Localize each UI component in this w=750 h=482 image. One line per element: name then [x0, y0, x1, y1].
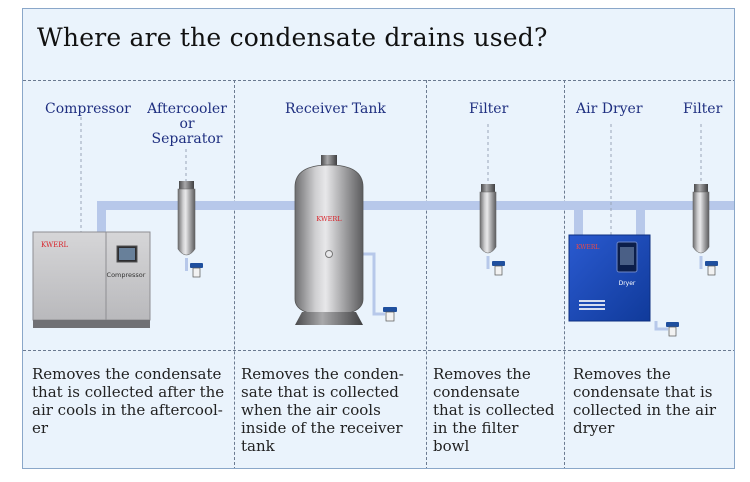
- label-filter-1: Filter: [469, 101, 509, 117]
- tank-brand: KWERL: [316, 215, 342, 223]
- dryer-panel-text: Dryer: [619, 280, 636, 287]
- column-divider-1: [234, 80, 235, 468]
- compressor-brand: KWERL: [41, 241, 69, 249]
- description-compressor-aftercooler: Removes the condensate that is collected…: [32, 365, 225, 437]
- description-air-dryer: Removes the condensate that is collected…: [573, 365, 717, 437]
- drain-valve-icon: [492, 261, 505, 276]
- compressor-panel-text: Compressor: [107, 271, 146, 279]
- filter-2-vessel: [692, 184, 718, 276]
- diagram-title: Where are the condensate drains used?: [37, 23, 548, 52]
- equipment-illustration: KWERL Compressor KWERL: [32, 117, 734, 337]
- label-filter-2: Filter: [683, 101, 723, 117]
- receiver-tank: KWERL: [294, 155, 397, 325]
- label-aftercooler: Aftercooler or Separator: [147, 101, 227, 147]
- drain-valve-icon: [705, 261, 718, 276]
- label-compressor: Compressor: [45, 101, 131, 117]
- description-divider: [23, 350, 734, 351]
- column-divider-2: [426, 80, 427, 468]
- filter-1-vessel: [479, 184, 505, 276]
- column-divider-3: [564, 80, 565, 468]
- description-filter: Removes the condensate that is collected…: [433, 365, 555, 455]
- drain-valve-icon: [190, 263, 203, 278]
- dryer-vent-grille: [579, 300, 605, 310]
- label-air-dryer: Air Dryer: [576, 101, 643, 117]
- air-dryer-unit: KWERL Dryer: [568, 234, 679, 337]
- diagram-frame: Where are the condensate drains used?: [22, 8, 735, 469]
- description-receiver-tank: Removes the conden- sate that is collect…: [241, 365, 404, 455]
- header-divider: [23, 80, 734, 81]
- drain-valve-icon: [383, 307, 397, 322]
- aftercooler-vessel: [177, 181, 203, 278]
- compressor-unit: KWERL Compressor: [32, 231, 151, 328]
- air-pipe: [97, 201, 734, 331]
- label-receiver-tank: Receiver Tank: [285, 101, 386, 117]
- dryer-brand: KWERL: [576, 244, 599, 251]
- drain-valve-icon: [666, 322, 679, 337]
